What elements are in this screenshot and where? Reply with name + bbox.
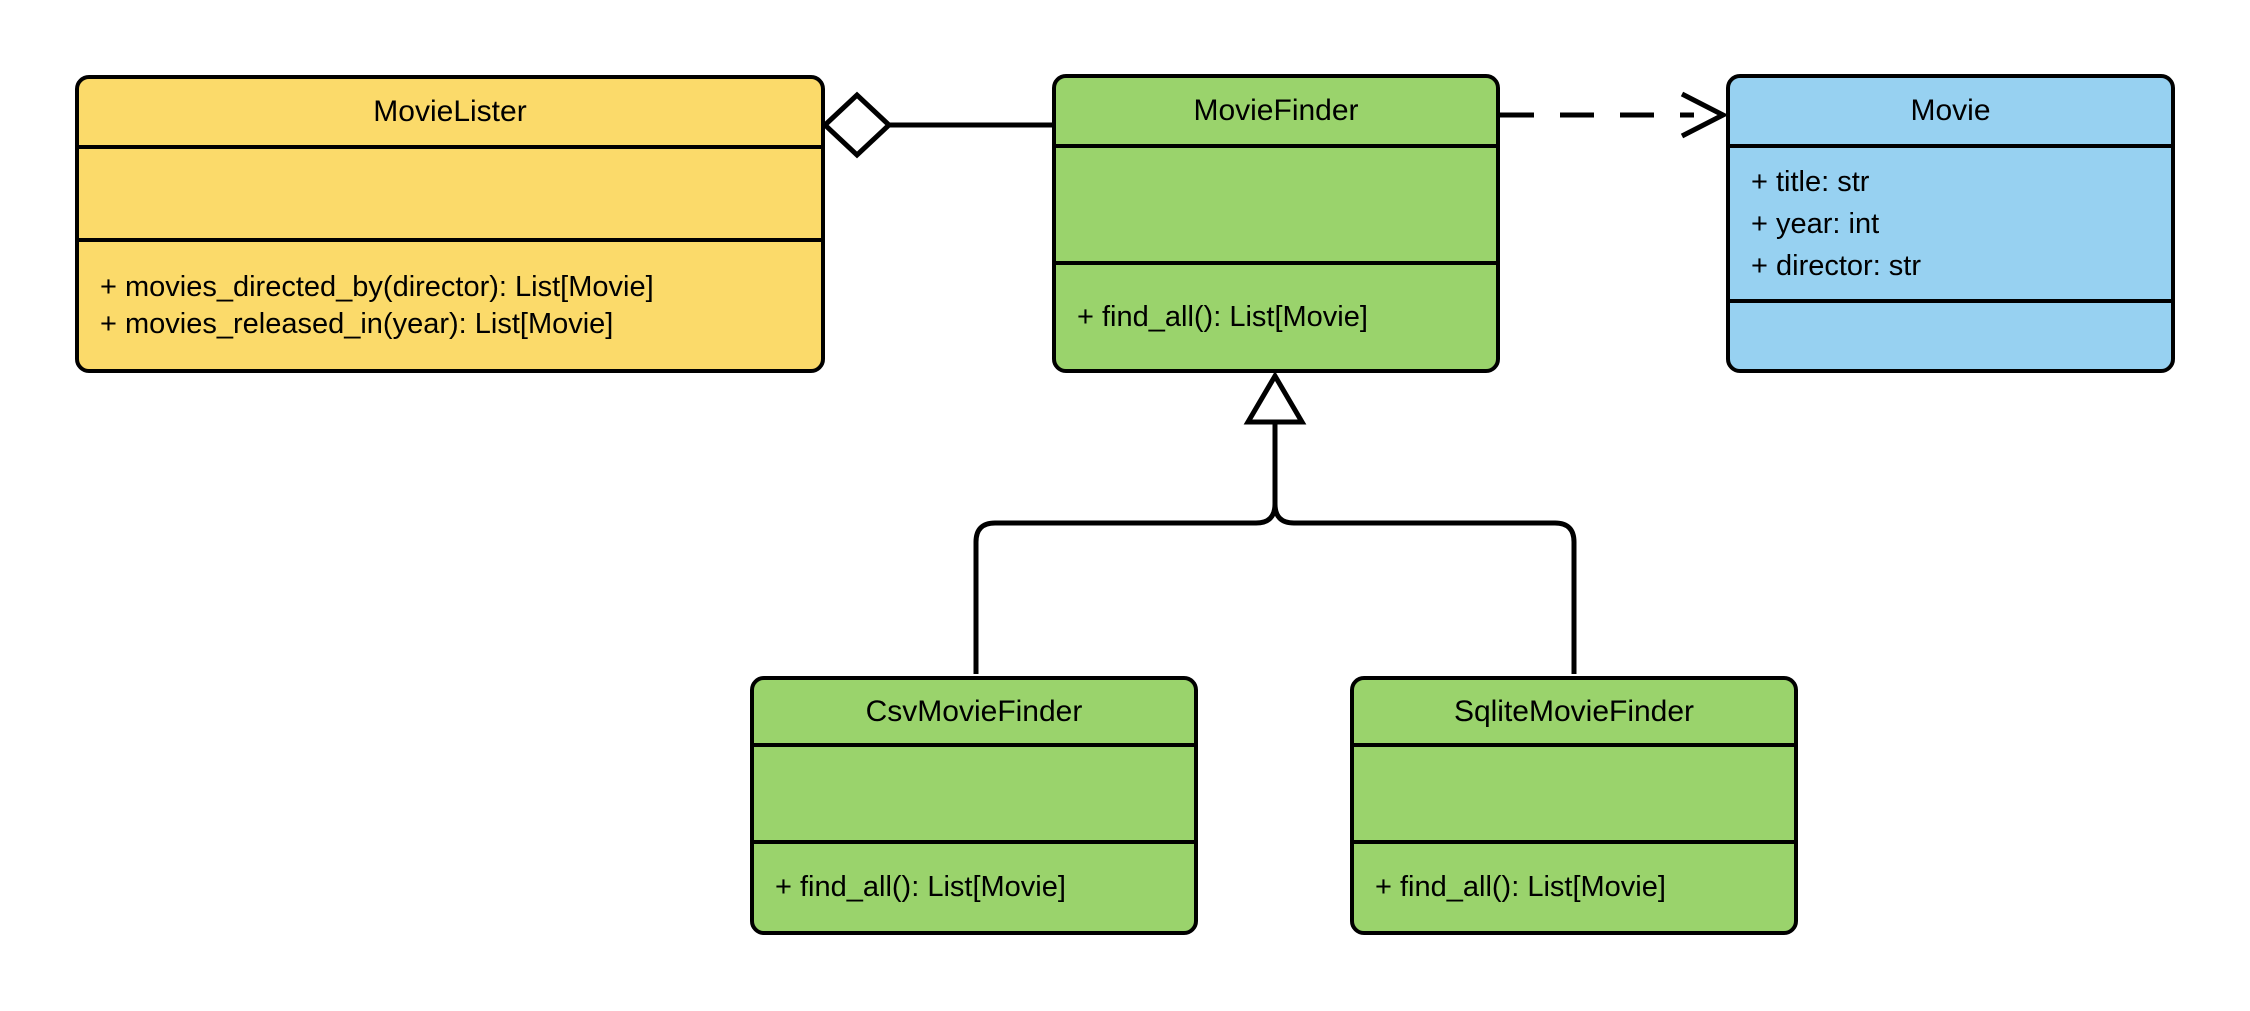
class-csvmoviefinder[interactable]: CsvMovieFinder + find_all(): List[Movie] (750, 676, 1198, 935)
class-attributes-empty (754, 747, 1194, 844)
class-attributes: + title: str + year: int + director: str (1730, 148, 2171, 303)
class-methods: + find_all(): List[Movie] (1056, 265, 1496, 369)
method-label: + find_all(): List[Movie] (1077, 300, 1368, 333)
class-methods: + find_all(): List[Movie] (754, 844, 1194, 931)
attribute-label: + director: str (1751, 249, 1922, 282)
class-movielister[interactable]: MovieLister + movies_directed_by(directo… (75, 75, 825, 373)
method-label: + movies_directed_by(director): List[Mov… (100, 270, 654, 303)
class-moviefinder[interactable]: MovieFinder + find_all(): List[Movie] (1052, 74, 1500, 373)
class-title: SqliteMovieFinder (1354, 680, 1794, 747)
method-label: + find_all(): List[Movie] (1375, 871, 1666, 903)
class-title: CsvMovieFinder (754, 680, 1194, 747)
class-title: Movie (1730, 78, 2171, 148)
inheritance-connector-sqlite[interactable] (1272, 424, 1577, 674)
class-methods-empty (1730, 303, 2171, 369)
class-title: MovieFinder (1056, 78, 1496, 148)
aggregation-connector[interactable] (821, 91, 1052, 159)
method-label: + find_all(): List[Movie] (775, 871, 1066, 903)
attribute-label: + year: int (1751, 207, 1880, 240)
class-attributes-empty (79, 149, 821, 242)
attribute-label: + title: str (1751, 165, 1870, 198)
open-arrow-marker (1680, 91, 1729, 139)
method-label: + movies_released_in(year): List[Movie] (100, 307, 614, 340)
class-sqlitemoviefinder[interactable]: SqliteMovieFinder + find_all(): List[Mov… (1350, 676, 1798, 935)
class-movie[interactable]: Movie + title: str + year: int + directo… (1726, 74, 2175, 373)
hollow-diamond-marker (821, 91, 893, 159)
class-methods: + find_all(): List[Movie] (1354, 844, 1794, 931)
hollow-triangle-marker (1243, 371, 1307, 425)
class-title: MovieLister (79, 79, 821, 149)
class-attributes-empty (1056, 148, 1496, 265)
inheritance-connector-csv[interactable] (973, 424, 1278, 674)
class-methods: + movies_directed_by(director): List[Mov… (79, 242, 821, 369)
dependency-connector[interactable] (1500, 91, 1729, 139)
class-attributes-empty (1354, 747, 1794, 844)
